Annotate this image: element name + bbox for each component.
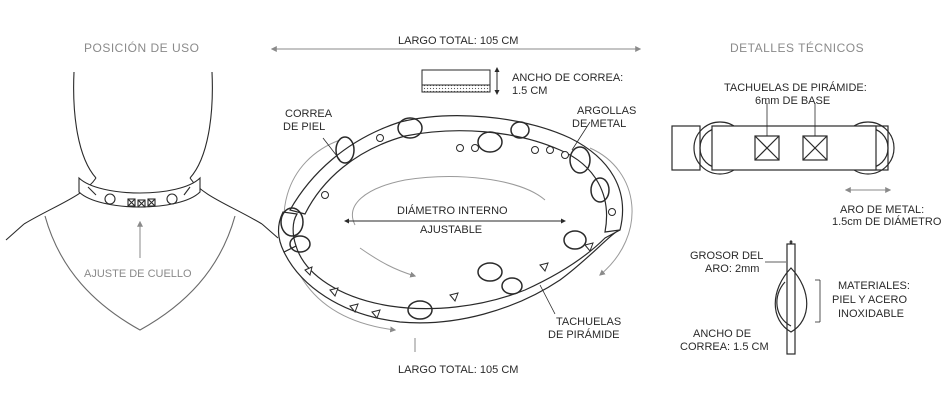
tech-clasp-detail [774, 240, 808, 355]
pyramid-studs-leader [539, 284, 556, 315]
inner-diameter-label: DIÁMETRO INTERNO [397, 205, 508, 217]
pyramid-studs-label-1: TACHUELAS [556, 316, 622, 328]
ring-thickness-label-2: ARO: 2mm [705, 263, 760, 275]
strap-width-label-1: ANCHO DE CORREA: [512, 72, 624, 84]
neck-adjust-label: AJUSTE DE CUELLO [84, 268, 192, 280]
materials-label-1: MATERIALES: [838, 280, 910, 292]
total-length-bottom-label: LARGO TOTAL: 105 CM [398, 364, 519, 376]
section-title-technical: DETALLES TÉCNICOS [730, 41, 865, 55]
studs-base-label-2: 6mm DE BASE [755, 95, 831, 107]
leather-strap-leader [322, 137, 341, 161]
metal-ring-label-1: ARO DE METAL: [840, 204, 925, 216]
strap-width-swatch [421, 67, 500, 95]
leather-strap-label-2: DE PIEL [283, 121, 326, 133]
total-length-top-label: LARGO TOTAL: 105 CM [398, 35, 519, 47]
metal-ring-label-2: 1.5cm DE DIÁMETRO [832, 216, 942, 228]
studs-base-label-1: TACHUELAS DE PIRÁMIDE: [724, 82, 867, 94]
ring-thickness-label-1: GROSOR DEL [690, 250, 764, 262]
bust-choker [78, 176, 201, 208]
leather-strap-label-1: CORREA [285, 108, 333, 120]
metal-rings-label-2: DE METAL [572, 118, 627, 130]
section-title-usage: POSICIÓN DE USO [84, 41, 200, 55]
metal-rings-leader [571, 121, 591, 151]
materials-label-2: PIEL Y ACERO [832, 294, 908, 306]
band-studs [304, 134, 616, 319]
strap-width2-label-1: ANCHO DE [693, 328, 752, 340]
tech-strap-detail [671, 121, 895, 175]
strap-width2-label-2: CORREA: 1.5 CM [680, 341, 769, 353]
pyramid-studs-label-2: DE PIRÁMIDE [548, 329, 620, 341]
band-rings [280, 117, 610, 320]
materials-label-3: INOXIDABLE [838, 308, 905, 320]
strap-width-label-2: 1.5 CM [512, 85, 548, 97]
metal-rings-label-1: ARGOLLAS [577, 105, 637, 117]
adjustable-label: AJUSTABLE [420, 224, 483, 236]
